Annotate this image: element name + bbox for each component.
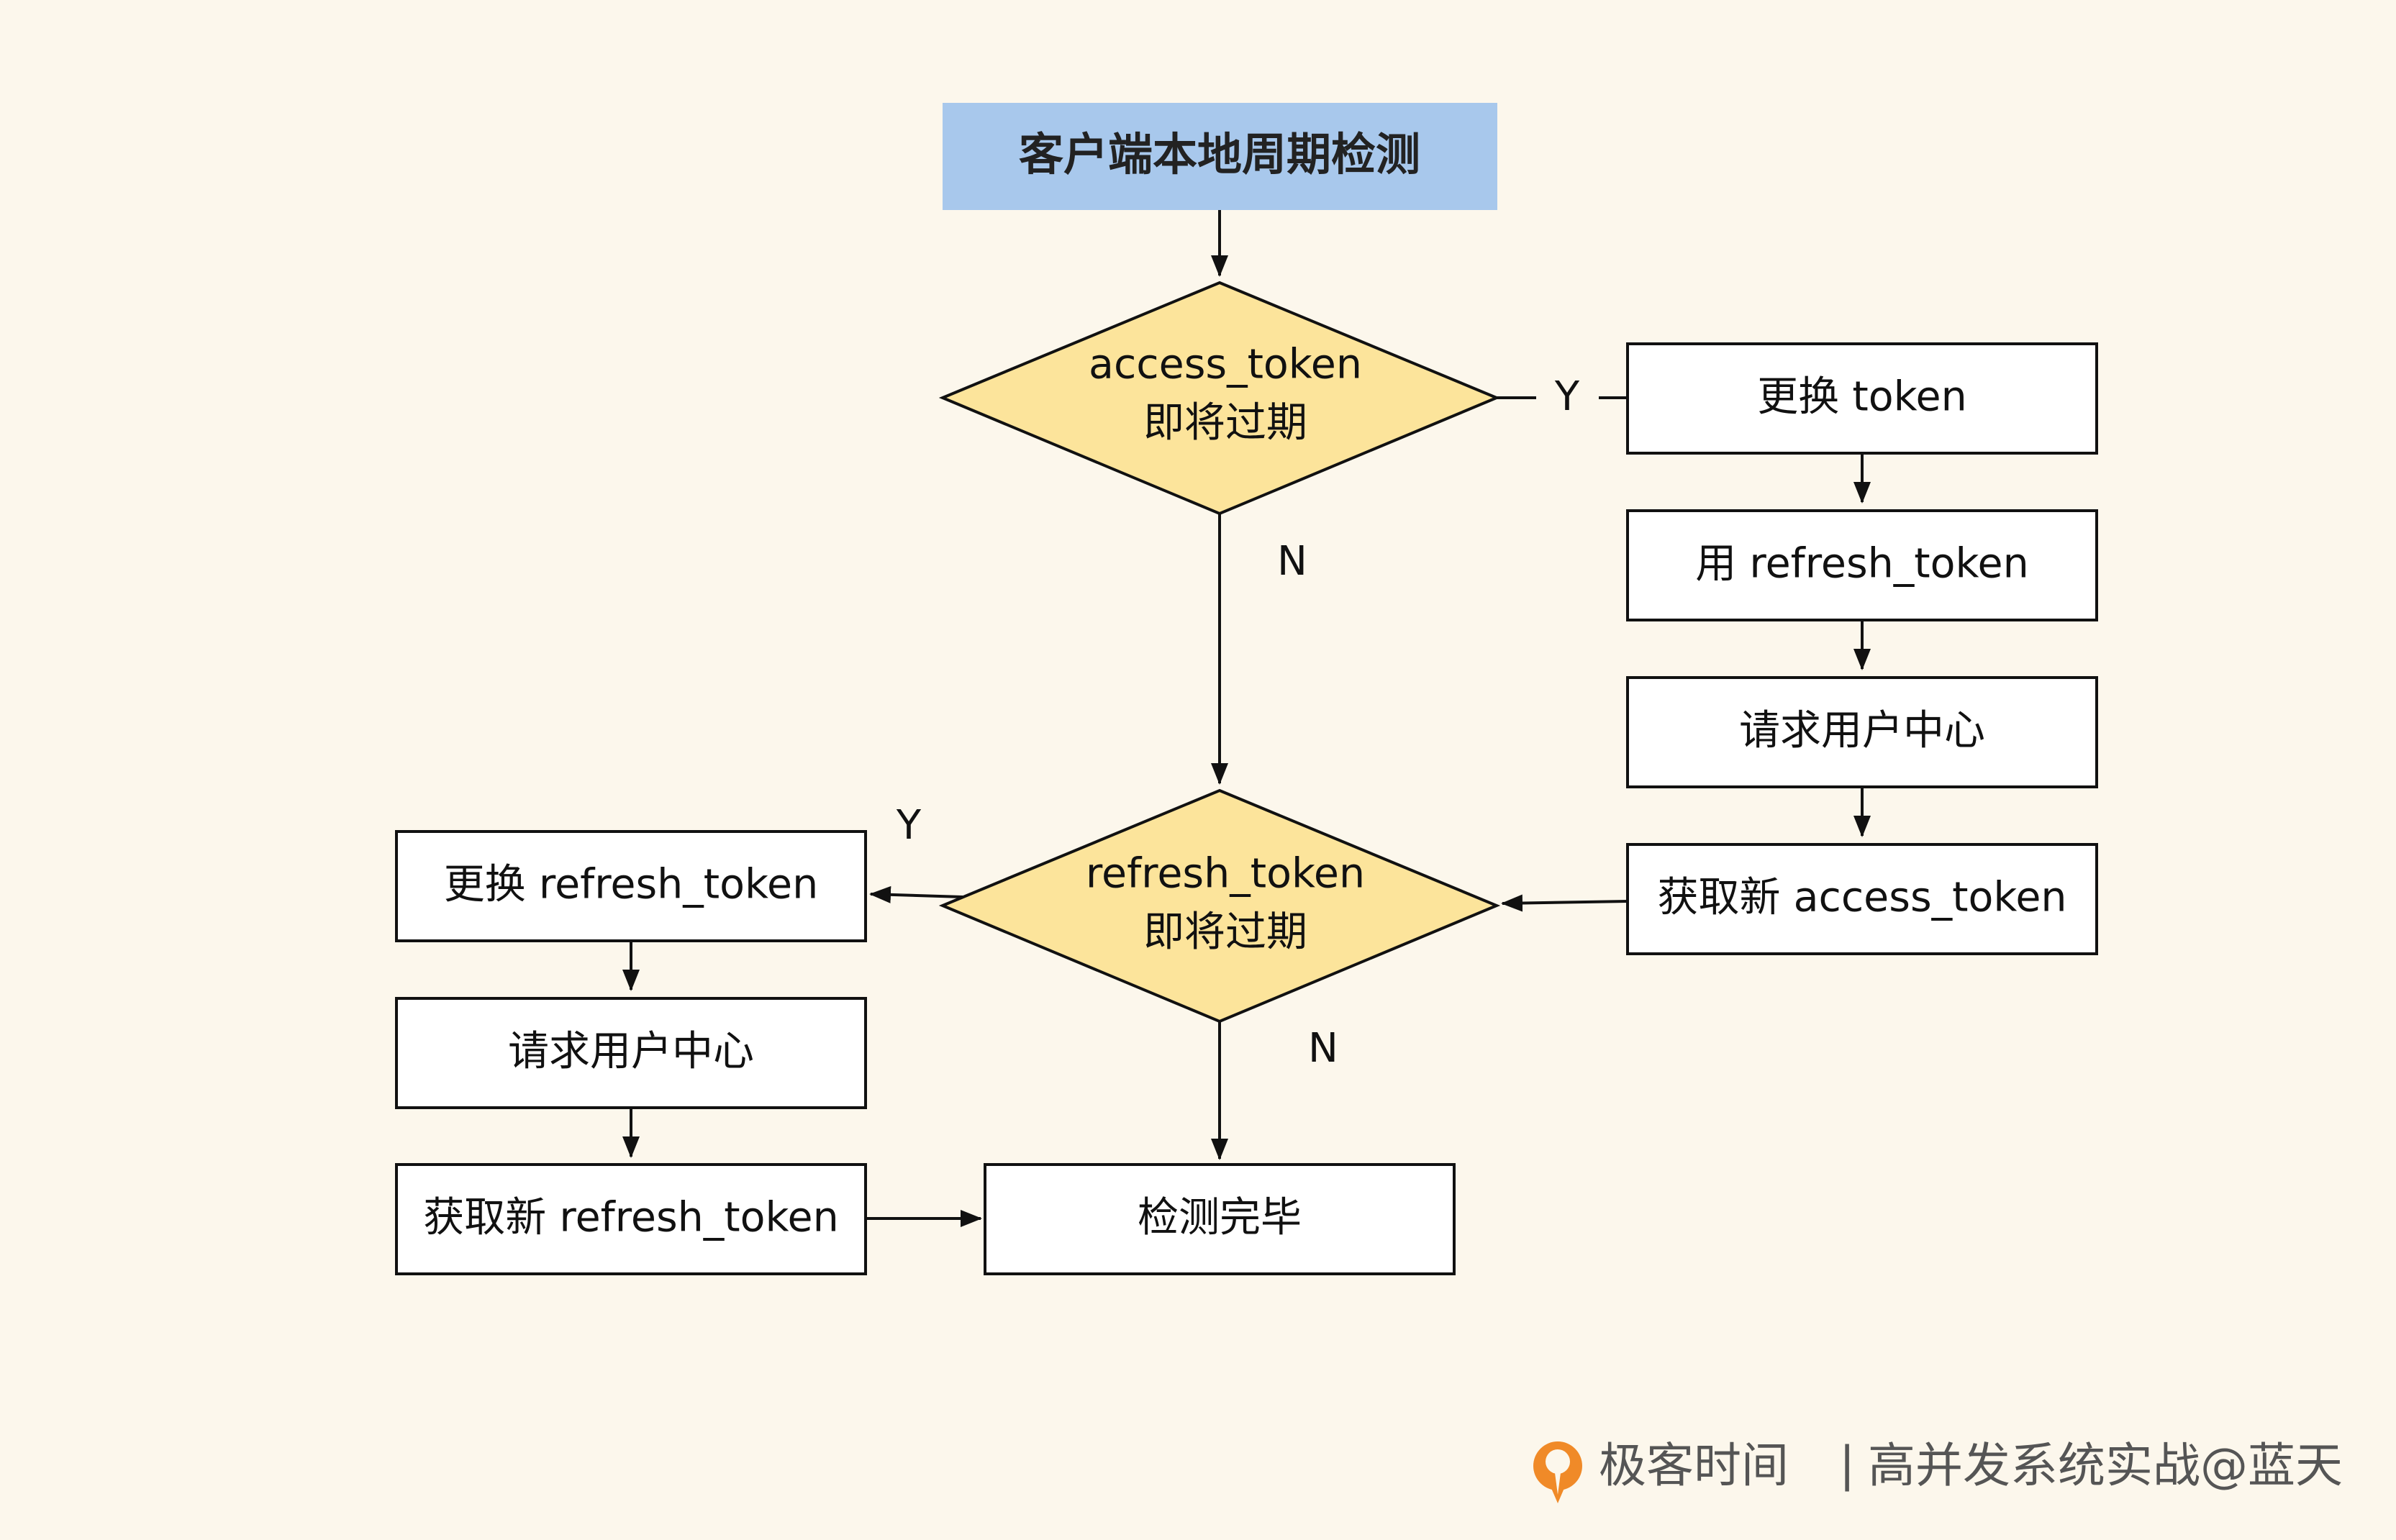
left-step-request-user-center-label: 请求用户中心 bbox=[508, 1028, 754, 1075]
decision-refresh-token-diamond bbox=[938, 788, 1501, 1024]
decision-refresh-token-line2: 即将过期 bbox=[1143, 908, 1307, 956]
watermark-course: 高并发系统实战@蓝天 bbox=[1868, 1438, 2343, 1493]
edge-label-refresh-no: N bbox=[1308, 1025, 1338, 1072]
decision-access-token: access_token 即将过期 bbox=[938, 281, 1501, 516]
edge-labels: Y N Y N bbox=[896, 373, 1580, 1072]
left-step-swap-refresh-token-label: 更换 refresh_token bbox=[444, 861, 818, 908]
left-step-get-new-refresh-token: 获取新 refresh_token bbox=[395, 1163, 867, 1275]
decision-access-token-line2: 即将过期 bbox=[1143, 399, 1307, 447]
decision-refresh-token-line1: refresh_token bbox=[1086, 850, 1365, 898]
arrow-right-step4-to-refresh-decision bbox=[1501, 894, 1628, 912]
start-node-label: 客户端本地周期检测 bbox=[1019, 128, 1420, 181]
edge-label-refresh-yes: Y bbox=[896, 802, 922, 849]
left-branch: 更换 refresh_token 请求用户中心 获取新 refresh_toke… bbox=[395, 830, 867, 1275]
left-step-request-user-center: 请求用户中心 bbox=[395, 997, 867, 1109]
watermark: 极客时间 | 高并发系统实战@蓝天 bbox=[1533, 1436, 2343, 1503]
edge-label-access-yes: Y bbox=[1554, 373, 1580, 420]
right-step-use-refresh-token-label: 用 refresh_token bbox=[1695, 540, 2028, 588]
connectors bbox=[622, 210, 1871, 1227]
decision-refresh-token: refresh_token 即将过期 bbox=[938, 788, 1501, 1024]
arrow-refresh-yes-to-left-step1 bbox=[869, 885, 963, 903]
end-node: 检测完毕 bbox=[984, 1163, 1456, 1275]
geektime-logo-icon bbox=[1533, 1441, 1582, 1503]
start-node-box bbox=[943, 103, 1497, 210]
left-step-get-new-refresh-token-label: 获取新 refresh_token bbox=[423, 1194, 838, 1241]
right-step-request-user-center-label: 请求用户中心 bbox=[1739, 707, 1985, 755]
right-step-use-refresh-token: 用 refresh_token bbox=[1626, 509, 2098, 621]
right-step-swap-token-label: 更换 token bbox=[1757, 373, 1967, 421]
watermark-separator: | bbox=[1839, 1436, 1855, 1492]
left-step-swap-refresh-token: 更换 refresh_token bbox=[395, 830, 867, 942]
right-step-swap-token: 更换 token bbox=[1626, 342, 2098, 455]
watermark-brand: 极客时间 bbox=[1599, 1438, 1789, 1493]
decision-access-token-diamond bbox=[938, 281, 1501, 516]
start-node: 客户端本地周期检测 bbox=[943, 103, 1497, 210]
right-branch: 更换 token 用 refresh_token 请求用户中心 获取新 acce… bbox=[1626, 342, 2098, 955]
decision-access-token-line1: access_token bbox=[1089, 341, 1362, 388]
right-step-get-new-access-token-label: 获取新 access_token bbox=[1657, 874, 2066, 921]
right-step-get-new-access-token: 获取新 access_token bbox=[1626, 843, 2098, 955]
edge-label-access-no: N bbox=[1277, 538, 1307, 585]
end-node-label: 检测完毕 bbox=[1138, 1194, 1302, 1241]
right-step-request-user-center: 请求用户中心 bbox=[1626, 676, 2098, 788]
end-node-box bbox=[984, 1163, 1456, 1275]
